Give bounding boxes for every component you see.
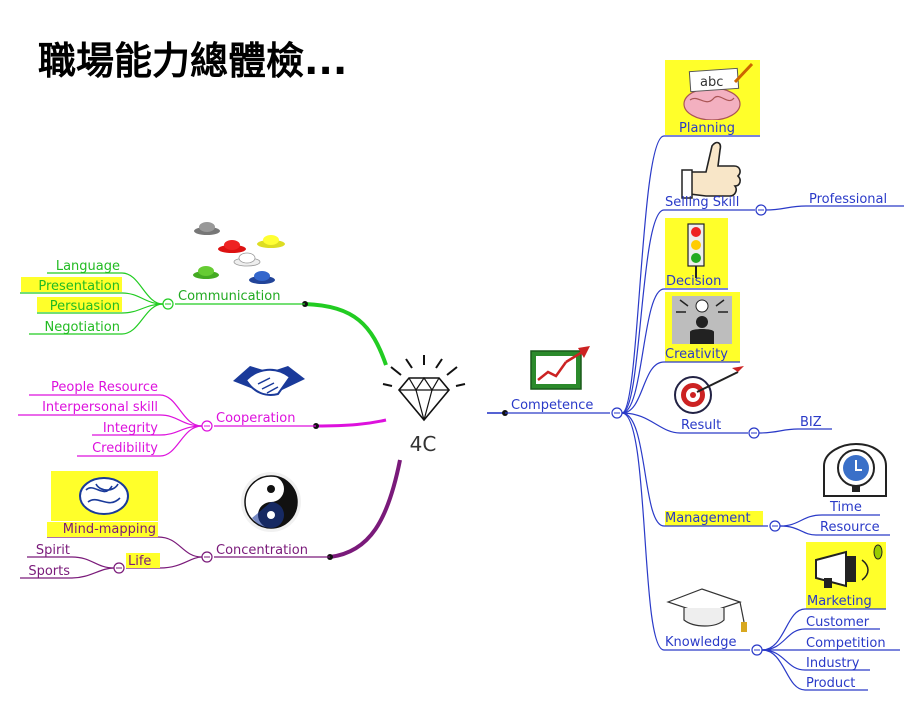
- competence-branch: [487, 407, 623, 419]
- node-communication[interactable]: Communication: [178, 289, 280, 304]
- item-time[interactable]: Time: [829, 500, 862, 515]
- node-creativity[interactable]: Creativity: [665, 347, 728, 362]
- page-title: 職場能力總體檢...: [38, 39, 348, 83]
- item-product[interactable]: Product: [806, 676, 855, 691]
- item-interpersonal-skill[interactable]: Interpersonal skill: [42, 400, 158, 415]
- node-decision[interactable]: Decision: [666, 274, 721, 289]
- megaphone-icon: [815, 544, 883, 588]
- thumbs-up-icon: [681, 141, 741, 199]
- item-integrity[interactable]: Integrity: [103, 421, 158, 436]
- node-cooperation[interactable]: Cooperation: [216, 411, 295, 426]
- item-spirit[interactable]: Spirit: [36, 543, 70, 558]
- clock-icon: [823, 442, 887, 497]
- node-planning[interactable]: Planning: [679, 121, 735, 136]
- competence-connectors: [621, 135, 681, 651]
- cooperation-branch: [18, 394, 387, 457]
- item-competition[interactable]: Competition: [806, 636, 886, 651]
- item-persuasion[interactable]: Persuasion: [50, 299, 120, 314]
- item-sports[interactable]: Sports: [28, 564, 70, 579]
- colored-hats-icon: [193, 222, 285, 284]
- node-knowledge[interactable]: Knowledge: [665, 635, 736, 650]
- item-credibility[interactable]: Credibility: [92, 441, 158, 456]
- node-concentration[interactable]: Concentration: [216, 543, 308, 558]
- item-customer[interactable]: Customer: [806, 615, 870, 630]
- node-competence[interactable]: Competence: [511, 398, 593, 413]
- item-negotiation[interactable]: Negotiation: [44, 320, 120, 335]
- target-icon: [674, 366, 744, 414]
- concentration-branch: [20, 459, 402, 579]
- item-people-resource[interactable]: People Resource: [51, 380, 158, 395]
- idea-person-icon: [672, 296, 732, 344]
- handshake-icon: [233, 366, 305, 396]
- item-language[interactable]: Language: [56, 259, 120, 274]
- node-selling-skill[interactable]: Selling Skill: [665, 195, 739, 210]
- node-mind-mapping[interactable]: Mind-mapping: [63, 522, 156, 537]
- item-professional[interactable]: Professional: [809, 192, 887, 207]
- yin-yang-icon: [241, 472, 301, 532]
- item-biz[interactable]: BIZ: [800, 415, 822, 430]
- growth-chart-icon: [530, 346, 590, 390]
- traffic-light-icon: [687, 223, 705, 278]
- node-result[interactable]: Result: [681, 418, 721, 433]
- center-diamond-icon: [382, 355, 466, 422]
- node-life[interactable]: Life: [128, 554, 151, 569]
- center-label: 4C: [410, 432, 437, 456]
- communication-branch: [20, 272, 388, 366]
- node-marketing[interactable]: Marketing: [807, 594, 872, 609]
- planning-badge: abc: [700, 75, 723, 90]
- thinking-brain-icon: abc: [683, 62, 754, 121]
- item-resource[interactable]: Resource: [820, 520, 880, 535]
- brain-icon: [79, 477, 129, 515]
- item-presentation[interactable]: Presentation: [38, 279, 120, 294]
- graduation-cap-icon: [666, 588, 747, 632]
- item-industry[interactable]: Industry: [806, 656, 860, 671]
- node-management[interactable]: Management: [665, 511, 751, 526]
